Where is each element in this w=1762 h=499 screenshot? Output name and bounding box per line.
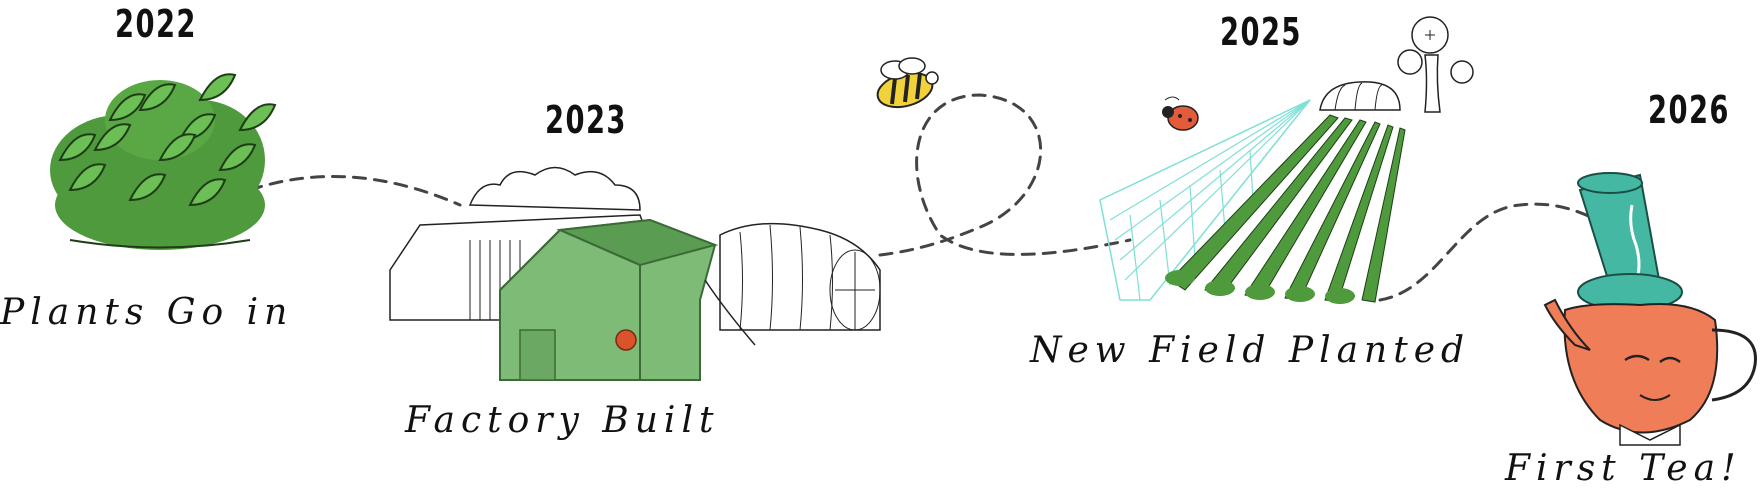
year-2025-label: 2025 [1220, 10, 1302, 54]
year-2022-label: 2022 [115, 2, 197, 46]
caption-plants-go-in: Plants Go in [0, 292, 293, 333]
year-2026-label: 2026 [1648, 88, 1730, 132]
caption-new-field-planted: New Field Planted [1030, 330, 1470, 371]
year-2023-label: 2023 [545, 98, 627, 142]
factory-icon [390, 168, 880, 381]
caption-first-tea: First Tea! [1505, 448, 1742, 489]
teapot-icon [1545, 173, 1755, 445]
bee-icon [874, 58, 938, 113]
tea-bush-icon [50, 74, 275, 250]
ladybug-icon [1162, 97, 1198, 130]
caption-factory-built: Factory Built [405, 400, 719, 441]
field-icon [1100, 100, 1405, 304]
tree-icon [1398, 17, 1473, 112]
greenhouse-icon [1320, 82, 1400, 110]
